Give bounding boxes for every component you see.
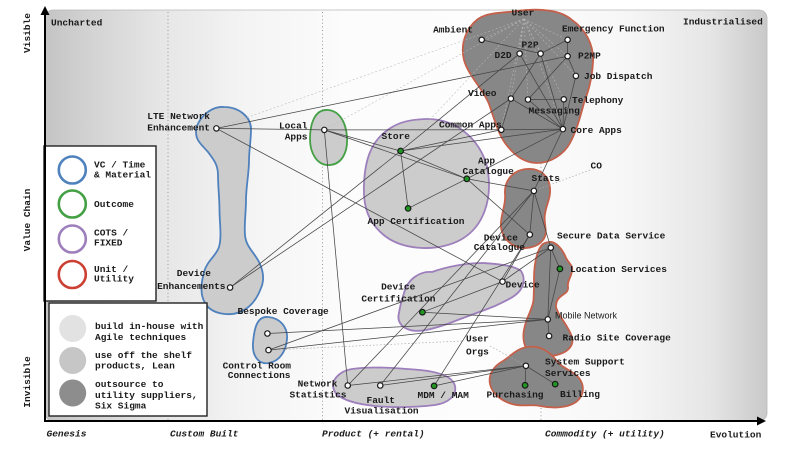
svg-text:use off the shelf: use off the shelf <box>95 350 192 361</box>
svg-text:Unit /: Unit / <box>94 264 129 275</box>
svg-text:& Material: & Material <box>94 169 151 180</box>
svg-text:LTE Network: LTE Network <box>147 111 210 122</box>
svg-text:Enhancement: Enhancement <box>147 123 210 134</box>
svg-text:User: User <box>512 8 535 19</box>
svg-text:VC / Time: VC / Time <box>94 159 146 170</box>
svg-text:Purchasing: Purchasing <box>487 390 544 401</box>
svg-text:CO: CO <box>591 161 603 172</box>
svg-text:outsource to: outsource to <box>95 379 164 390</box>
svg-text:FIXED: FIXED <box>94 238 123 249</box>
svg-text:App Certification: App Certification <box>368 216 465 227</box>
svg-text:Location Services: Location Services <box>570 264 667 275</box>
svg-text:Store: Store <box>382 131 411 142</box>
svg-text:Core Apps: Core Apps <box>571 125 623 136</box>
svg-text:COTS /: COTS / <box>94 228 129 239</box>
svg-text:Telephony: Telephony <box>572 95 624 106</box>
svg-text:D2D: D2D <box>495 50 512 61</box>
svg-text:Fault: Fault <box>367 395 396 406</box>
svg-text:Utility: Utility <box>94 274 134 285</box>
svg-text:Video: Video <box>468 88 497 99</box>
svg-text:Visible: Visible <box>22 13 33 53</box>
svg-text:Genesis: Genesis <box>47 429 87 440</box>
svg-text:Visualisation: Visualisation <box>345 406 419 417</box>
svg-text:Common Apps: Common Apps <box>439 120 502 131</box>
svg-text:Device: Device <box>381 282 416 293</box>
svg-text:User: User <box>466 334 489 345</box>
svg-text:Evolution: Evolution <box>710 430 762 441</box>
svg-text:Services: Services <box>545 368 591 379</box>
svg-text:Device: Device <box>484 233 519 244</box>
svg-text:Uncharted: Uncharted <box>51 18 103 29</box>
svg-text:Ambient: Ambient <box>433 25 473 36</box>
svg-text:Bespoke Coverage: Bespoke Coverage <box>238 306 330 317</box>
svg-text:Network: Network <box>298 379 338 390</box>
svg-text:Statistics: Statistics <box>289 390 346 401</box>
svg-text:Mobile Network: Mobile Network <box>555 311 618 321</box>
svg-text:Certification: Certification <box>361 294 435 305</box>
svg-text:P2MP: P2MP <box>578 51 601 62</box>
svg-text:Value Chain: Value Chain <box>22 188 33 251</box>
svg-text:utility suppliers,: utility suppliers, <box>95 390 198 401</box>
svg-text:Stats: Stats <box>532 173 561 184</box>
svg-text:MDM / MAM: MDM / MAM <box>418 390 470 401</box>
svg-text:Enhancements: Enhancements <box>157 281 226 292</box>
svg-text:Apps: Apps <box>285 132 308 143</box>
svg-text:build in-house with: build in-house with <box>95 321 204 332</box>
svg-text:Emergency Function: Emergency Function <box>562 24 665 35</box>
svg-text:P2P: P2P <box>522 40 539 51</box>
svg-text:Control Room: Control Room <box>223 361 292 372</box>
svg-text:Local: Local <box>279 121 308 132</box>
svg-text:products, Lean: products, Lean <box>95 361 175 372</box>
svg-text:Device: Device <box>506 280 541 291</box>
svg-text:Catalogue: Catalogue <box>463 166 515 177</box>
svg-text:Radio Site Coverage: Radio Site Coverage <box>563 333 672 344</box>
svg-text:Outcome: Outcome <box>94 199 134 210</box>
svg-text:Custom Built: Custom Built <box>170 429 239 440</box>
svg-text:Orgs: Orgs <box>466 347 489 358</box>
svg-text:Device: Device <box>177 268 212 279</box>
svg-text:Six Sigma: Six Sigma <box>95 401 147 412</box>
svg-text:Catalogue: Catalogue <box>474 242 526 253</box>
svg-text:System Support: System Support <box>545 357 625 368</box>
svg-text:Commodity (+ utility): Commodity (+ utility) <box>545 429 665 440</box>
svg-text:Messaging: Messaging <box>529 106 581 117</box>
svg-text:Connections: Connections <box>228 370 291 381</box>
svg-text:Secure Data Service: Secure Data Service <box>557 231 666 242</box>
svg-text:Billing: Billing <box>560 389 600 400</box>
svg-text:Agile techniques: Agile techniques <box>95 332 187 343</box>
svg-text:Product (+ rental): Product (+ rental) <box>322 429 425 440</box>
svg-text:Invisible: Invisible <box>22 356 33 408</box>
svg-text:Job Dispatch: Job Dispatch <box>584 71 653 82</box>
svg-text:App: App <box>478 156 495 167</box>
svg-text:Industrialised: Industrialised <box>683 17 763 28</box>
